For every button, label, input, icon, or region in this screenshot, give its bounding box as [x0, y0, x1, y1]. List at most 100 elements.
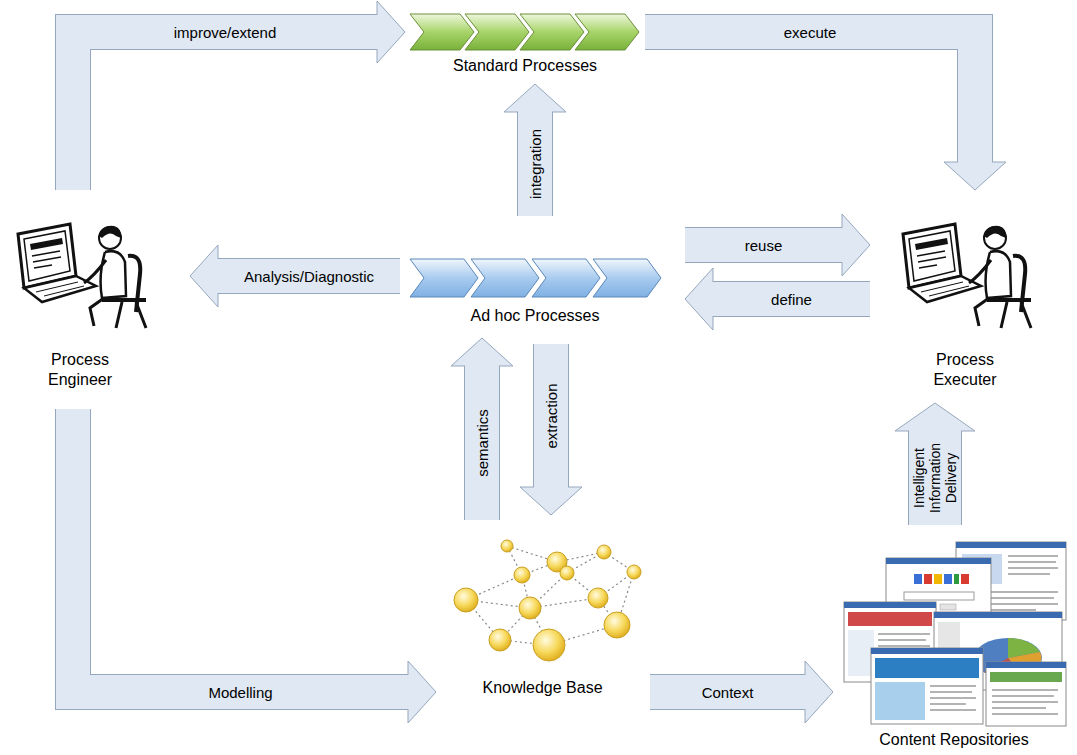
standard-chevrons-part	[575, 14, 639, 50]
screenshots-graphic	[844, 542, 1066, 726]
standard-chevrons-part	[520, 14, 584, 50]
arrow-head	[408, 661, 436, 723]
adhoc-chevrons-part	[593, 259, 661, 297]
block-arrow	[73, 409, 436, 723]
arrow-head	[842, 214, 870, 276]
screenshot-part	[934, 574, 942, 584]
node-box: Content Repositories	[836, 540, 1072, 752]
arrow-shaft	[518, 111, 552, 217]
network-graphic-part-part	[588, 588, 608, 608]
person-laptop-icon-part	[986, 251, 1011, 298]
node-box: Process Engineer	[5, 212, 155, 397]
screenshot-part	[875, 682, 925, 720]
standard-chevrons-part	[410, 14, 474, 50]
arrow-shaft-outline	[73, 32, 377, 190]
network-graphic-part-part	[560, 566, 574, 580]
arrow-head	[944, 162, 1006, 190]
adhoc-chevrons-part	[471, 259, 539, 297]
screenshot-part	[961, 574, 969, 584]
person-laptop-icon-part	[32, 251, 61, 268]
node-label: Content Repositories	[839, 730, 1069, 750]
network-graphic-part-part	[514, 567, 530, 583]
node-box: Ad hoc Processes	[405, 236, 665, 330]
arrow-label: Context	[700, 684, 756, 701]
arrow-label: define	[769, 291, 814, 308]
network-graphic	[454, 540, 641, 661]
node-box: Process Executer	[890, 212, 1040, 397]
screenshot-part	[875, 658, 979, 678]
block-arrow	[895, 403, 975, 525]
screenshot-part	[924, 574, 932, 584]
person-laptop-icon	[903, 224, 1031, 328]
person-laptop-icon-part	[84, 260, 106, 283]
arrow-head	[190, 245, 218, 307]
block-arrow	[520, 344, 582, 515]
person-laptop-icon-part	[921, 282, 969, 296]
block-arrow	[650, 661, 833, 723]
arrow-shaft	[465, 365, 499, 521]
arrow-shaft	[685, 228, 844, 262]
network-graphic-part-part	[533, 629, 565, 661]
screenshot-part	[956, 542, 1066, 548]
adhoc-chevrons-part	[532, 259, 600, 297]
node-label: Standard Processes	[410, 56, 640, 76]
arrow-head	[895, 403, 975, 431]
arrow-shaft	[712, 282, 871, 316]
arrow-shaft-outline	[73, 409, 408, 692]
node-label: Process Executer	[915, 350, 1015, 390]
screenshot-part	[914, 574, 922, 584]
standard-chevrons-part	[465, 14, 529, 50]
network-graphic-part-part	[597, 545, 611, 559]
network-graphic-part	[454, 540, 641, 661]
screenshot	[986, 662, 1066, 726]
screenshot-part	[848, 612, 932, 626]
arrow-shaft	[650, 675, 807, 709]
arrow-head	[451, 338, 513, 366]
screenshot	[871, 648, 983, 724]
person-laptop-icon-part	[987, 298, 1031, 302]
screenshot-part	[904, 592, 974, 600]
screenshot-part	[986, 662, 1066, 726]
arrow-shaft-outline	[645, 32, 975, 162]
block-arrow	[504, 84, 566, 216]
arrow-head	[504, 84, 566, 112]
screenshot-part	[986, 662, 1066, 668]
network-graphic-part-part	[454, 588, 478, 612]
node-label: Knowledge Base	[443, 678, 643, 698]
adhoc-chevrons	[410, 259, 661, 297]
person-laptop-icon-part	[128, 256, 140, 312]
arrow-shaft	[217, 259, 401, 293]
network-graphic-part-part	[627, 565, 641, 579]
arrow-label: improve/extend	[172, 24, 279, 41]
screenshot-part	[844, 602, 936, 608]
person-laptop-icon-part	[90, 298, 104, 326]
arrow-head	[805, 661, 833, 723]
person-laptop-icon-part	[24, 231, 70, 281]
person-laptop-icon-part	[984, 226, 1006, 238]
screenshot-part	[944, 574, 952, 584]
standard-chevrons	[410, 14, 639, 50]
arrow-shaft	[909, 430, 961, 526]
arrow-head	[685, 268, 713, 330]
block-arrow	[73, 1, 405, 190]
screenshot-part	[992, 690, 1058, 714]
block-arrow	[685, 268, 870, 330]
person-laptop-icon-part	[1001, 302, 1031, 328]
person-laptop-icon-part	[915, 238, 948, 250]
arrow-label: Modelling	[206, 684, 274, 701]
screenshot-part	[934, 612, 1062, 618]
network-graphic-part-part	[604, 612, 630, 638]
arrow-head	[520, 487, 582, 515]
person-laptop-icon-part	[1013, 256, 1025, 312]
arrow-label: Analysis/Diagnostic	[242, 268, 376, 285]
person-laptop-icon-part	[30, 238, 63, 250]
arrow-label: semantics	[474, 407, 491, 479]
person-laptop-icon	[18, 224, 146, 328]
person-laptop-icon-part	[969, 260, 991, 283]
node-box: Knowledge Base	[440, 540, 645, 702]
node-label: Ad hoc Processes	[410, 306, 660, 326]
network-graphic-part-part	[501, 540, 513, 552]
person-laptop-icon-part	[116, 302, 146, 328]
person-laptop-icon-part	[24, 276, 96, 302]
